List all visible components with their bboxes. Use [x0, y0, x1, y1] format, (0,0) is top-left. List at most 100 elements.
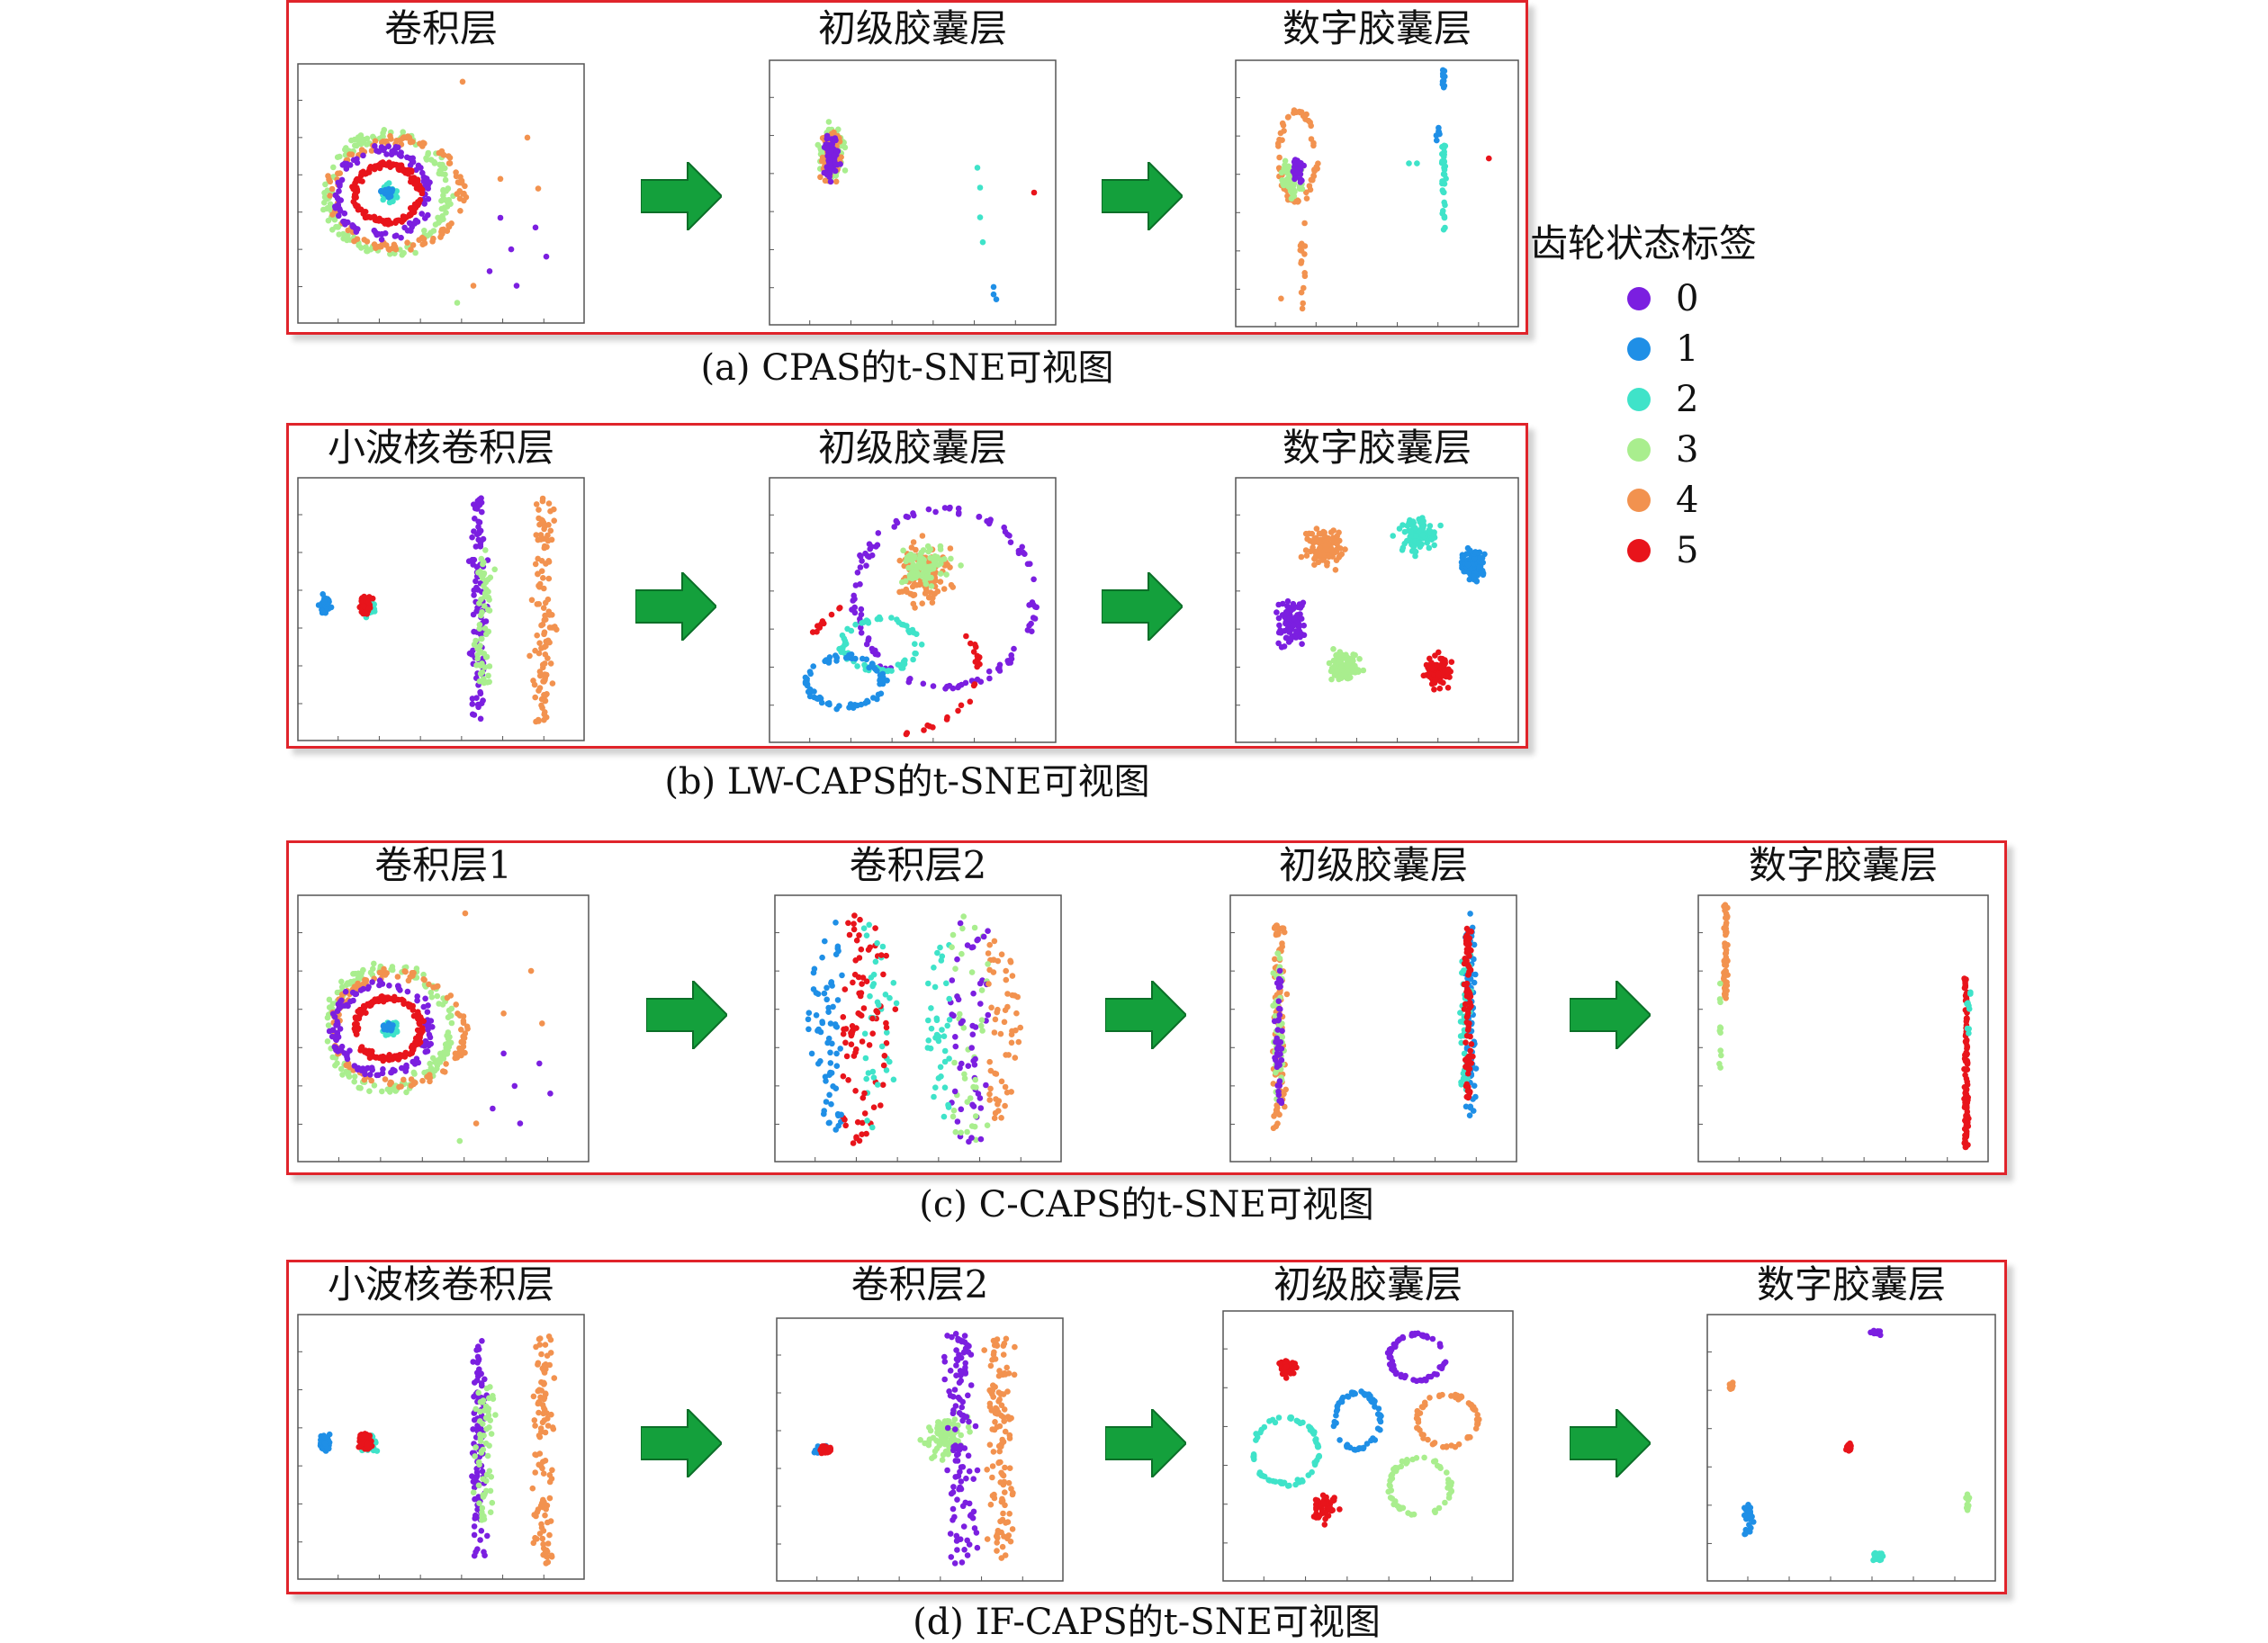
scatter-point [825, 701, 832, 707]
scatter-point [1467, 911, 1473, 917]
scatter-point [322, 1441, 328, 1447]
arrow-right-icon [1570, 981, 1651, 1049]
scatter-point [827, 1050, 833, 1056]
scatter-point [480, 1505, 486, 1512]
scatter-point [541, 717, 547, 723]
scatter-point [406, 978, 412, 984]
scatter-point [842, 1040, 849, 1046]
scatter-point [1472, 980, 1478, 986]
scatter-point [404, 239, 410, 246]
scatter-point [541, 1381, 547, 1387]
scatter-point [547, 1472, 554, 1478]
scatter-point [536, 583, 542, 589]
scatter-point [1426, 545, 1433, 552]
scatter-point [410, 242, 417, 248]
scatter-point [1307, 183, 1313, 189]
scatter-point [1276, 998, 1282, 1004]
scatter-point [457, 1012, 464, 1019]
scatter-point [414, 998, 420, 1004]
scatter-point [1963, 1040, 1969, 1046]
scatter-point [822, 938, 828, 945]
scatter-point [861, 1091, 868, 1097]
scatter-point [471, 1394, 477, 1400]
scatter-point [934, 1032, 940, 1038]
scatter-point [1298, 179, 1304, 185]
panel-title: 初级胶囊层 [1229, 844, 1517, 887]
scatter-point [472, 1417, 478, 1423]
scatter-point [932, 509, 939, 516]
scatter-point [482, 1377, 488, 1383]
scatter-point [479, 556, 485, 562]
scatter-point [322, 1434, 328, 1441]
scatter-point [440, 188, 446, 194]
scatter-point [487, 268, 493, 274]
scatter-point [958, 1020, 965, 1027]
scatter-point [392, 244, 399, 250]
scatter-point [891, 980, 897, 986]
scatter-point [810, 629, 816, 635]
scatter-point [479, 1383, 485, 1389]
scatter-point [1003, 968, 1009, 974]
scatter-point [490, 1393, 496, 1399]
scatter-point [859, 620, 865, 626]
scatter-point [1445, 685, 1452, 691]
scatter-point [1469, 1041, 1475, 1047]
scatter-point [356, 134, 362, 140]
scatter-point [833, 179, 840, 185]
scatter-point [833, 1051, 840, 1057]
scatter-point [533, 561, 539, 568]
scatter-point [352, 142, 358, 148]
scatter-point [953, 1129, 959, 1136]
scatter-point [434, 1065, 440, 1072]
scatter-point [1292, 615, 1298, 622]
scatter-point [316, 602, 322, 608]
scatter-point [1297, 634, 1303, 641]
scatter-point [880, 944, 886, 950]
scatter-point [1274, 1061, 1281, 1067]
scatter-point [446, 1008, 453, 1014]
scatter-point [337, 170, 343, 176]
scatter-point [882, 1053, 888, 1059]
scatter-point [911, 539, 917, 545]
scatter-point [853, 1025, 860, 1031]
panel-title: 小波核卷积层 [297, 1263, 585, 1306]
scatter-point [1723, 968, 1729, 974]
scatter-point [371, 214, 377, 220]
scatter-point [1300, 306, 1306, 312]
scatter-point [551, 507, 557, 513]
arrow-right-icon [641, 1409, 722, 1477]
scatter-point [386, 194, 392, 201]
scatter-point [1347, 675, 1354, 681]
scatter-point [472, 1553, 478, 1559]
scatter-point [955, 708, 961, 714]
scatter-point [867, 1042, 873, 1048]
scatter-point [950, 1114, 957, 1120]
scatter-point [526, 653, 533, 660]
scatter-point [969, 1102, 976, 1109]
scatter-point [400, 252, 406, 258]
scatter-point [864, 1118, 870, 1124]
scatter-point [1278, 296, 1284, 302]
panel-title: 数字胶囊层 [1697, 844, 1989, 887]
scatter-point [969, 1023, 976, 1029]
scatter-point [1390, 533, 1396, 539]
scatter-point [473, 695, 480, 701]
tsne-plot [776, 1317, 1064, 1582]
scatter-point [1031, 190, 1038, 196]
scatter-point [1964, 1019, 1970, 1025]
scatter-point [832, 1127, 839, 1133]
scatter-point [463, 911, 469, 917]
scatter-point [351, 157, 357, 164]
scatter-point [472, 516, 478, 522]
scatter-point [908, 591, 914, 597]
scatter-point [1272, 1019, 1278, 1025]
scatter-point [938, 1073, 944, 1080]
scatter-point [934, 950, 940, 956]
scatter-point [364, 1441, 371, 1448]
scatter-point [1420, 518, 1426, 525]
scatter-point [834, 1063, 841, 1069]
scatter-point [1016, 1039, 1022, 1046]
scatter-point [891, 1077, 897, 1083]
scatter-point [1440, 208, 1446, 214]
scatter-point [1271, 1126, 1277, 1132]
